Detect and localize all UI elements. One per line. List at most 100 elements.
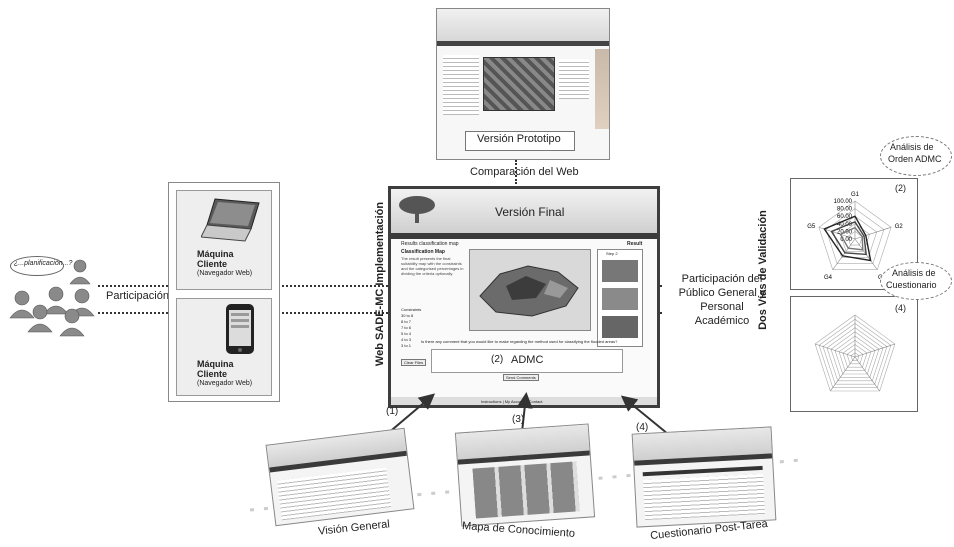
radar-tick-label: 100.00	[834, 199, 853, 205]
clear-files-button[interactable]: Clear Files	[401, 359, 427, 366]
radar-panel-questionnaire: (4)	[790, 296, 918, 412]
admc-analysis-bubble	[880, 136, 952, 176]
radar-grid-ring	[846, 348, 864, 365]
laptop-client-title-2: Cliente	[197, 259, 228, 269]
screen-footer: Instructions | My Account | Contact	[481, 399, 543, 404]
radar-axis-label: G4	[824, 275, 833, 281]
radar-axis-line	[854, 356, 880, 392]
knowledge-map-grid	[472, 461, 580, 519]
screen-header: Results classification map	[401, 241, 459, 247]
final-banner	[391, 189, 657, 233]
radar-axis-label: G5	[807, 224, 816, 230]
radar-grid-ring	[830, 331, 880, 378]
step-thumb	[602, 260, 638, 282]
option-item[interactable]: 5 to 4	[401, 331, 412, 336]
prototype-map	[483, 57, 555, 111]
terrain-map-shape	[479, 265, 579, 317]
radar-grid-ring	[822, 323, 888, 385]
prototype-title-box	[465, 131, 575, 151]
phone-client-title-2: Cliente	[197, 369, 228, 379]
step-1-label: (1)	[386, 406, 399, 417]
radar-grid-ring	[818, 200, 892, 270]
screen-result: Result	[627, 241, 643, 247]
comment-textarea[interactable]	[431, 349, 623, 373]
prototype-nav	[437, 41, 609, 46]
classification-map	[469, 249, 591, 331]
radar-series-line	[839, 226, 864, 251]
option-item[interactable]: 3 to 1	[401, 343, 412, 348]
thought-bubble-text: ¿...planificación...?	[14, 260, 73, 267]
option-item[interactable]: 7 to 6	[401, 325, 412, 330]
public-line-3: Personal	[700, 301, 744, 313]
step-title: Step 2	[606, 251, 618, 256]
step-thumb	[602, 288, 638, 310]
radar-grid-ring	[842, 344, 868, 368]
radar-grid-ring	[838, 339, 872, 371]
prototype-screenshot: Versión Prototipo	[436, 8, 610, 160]
laptop-client-title-1: Máquina	[197, 249, 234, 259]
public-line-1: Participación del	[681, 273, 763, 285]
phone-client-subtitle: (Navegador Web)	[197, 380, 253, 387]
prototype-banner	[437, 9, 609, 41]
radar-axis-line	[832, 238, 856, 270]
participants-group: ¿...planificación...?	[0, 240, 100, 340]
radar-grid-ring	[826, 327, 884, 382]
radar-axis-line	[830, 356, 856, 392]
public-line-2: Público General y	[678, 287, 766, 299]
radar-series-line	[823, 215, 872, 262]
screen-text: The result presents the final suitabilit…	[401, 256, 464, 276]
radar-panel-questionnaire-number: (4)	[895, 303, 906, 313]
radar-series-line	[830, 221, 867, 256]
tree-logo-icon	[399, 196, 435, 223]
option-item[interactable]: Constraints	[401, 307, 422, 312]
admc-step-number: (2)	[491, 354, 504, 365]
thought-bubble	[10, 256, 64, 276]
final-version-title: Versión Final	[495, 205, 565, 219]
questionnaire-analysis-line1: Análisis de	[892, 268, 936, 278]
questionnaire-text	[643, 473, 766, 521]
public-line-4: Académico	[694, 315, 750, 327]
people-icon	[9, 259, 95, 337]
radar-tick-label: 80.00	[837, 207, 853, 213]
radar-axis-line	[814, 343, 856, 358]
final-nav-bar	[391, 233, 657, 239]
prototype-legend	[559, 59, 589, 99]
smartphone-icon	[226, 304, 254, 354]
step-panel: Step 2	[597, 249, 643, 347]
option-item[interactable]: 8 to 7	[401, 319, 412, 324]
radar-tick-label: 40.00	[837, 222, 853, 228]
option-item[interactable]: 30 to 8	[401, 313, 414, 318]
comparison-label: Comparación del Web	[470, 166, 579, 178]
radar-grid-ring	[834, 335, 876, 375]
prototype-side-strip	[595, 49, 609, 129]
final-version-frame: Versión Final Results classification map…	[388, 186, 660, 408]
screen-question: Is there any comment that you would like…	[421, 339, 618, 344]
step-4-label: (4)	[636, 422, 649, 433]
radar-tick-label: 0.00	[840, 237, 852, 243]
phone-client-title-1: Máquina	[197, 359, 234, 369]
send-comments-button[interactable]: Send Comments	[503, 374, 539, 381]
radar-panel-admc-number: (2)	[895, 183, 906, 193]
prototype-text-block	[443, 55, 479, 115]
step-thumb	[602, 316, 638, 338]
radar-axis-line	[854, 226, 892, 240]
questionnaire-analysis-line2: Cuestionario	[886, 280, 937, 290]
admc-analysis-line2: Orden ADMC	[888, 154, 942, 164]
overview-screenshot	[265, 427, 415, 527]
screen-subheader: Classification Map	[401, 249, 445, 255]
radar-grid-ring	[850, 352, 860, 361]
phone-client-box: Máquina Cliente (Navegador Web)	[176, 298, 272, 396]
option-item[interactable]: 4 to 3	[401, 337, 412, 342]
radar-axis-line	[854, 343, 896, 358]
comparison-dotted-connector	[515, 160, 517, 184]
questionnaire-analysis-bubble	[880, 262, 952, 300]
public-participation-label: Participación del Público General y Pers…	[662, 272, 782, 328]
radar-axis-label: G2	[895, 224, 904, 230]
laptop-icon	[201, 198, 260, 242]
prototype-title: Versión Prototipo	[477, 133, 561, 145]
laptop-client-subtitle: (Navegador Web)	[197, 270, 253, 277]
admc-label: ADMC	[511, 354, 544, 366]
admc-analysis-line1: Análisis de	[890, 142, 934, 152]
radar-chart-questionnaire	[814, 314, 896, 392]
radar-tick-label: 60.00	[837, 214, 853, 220]
